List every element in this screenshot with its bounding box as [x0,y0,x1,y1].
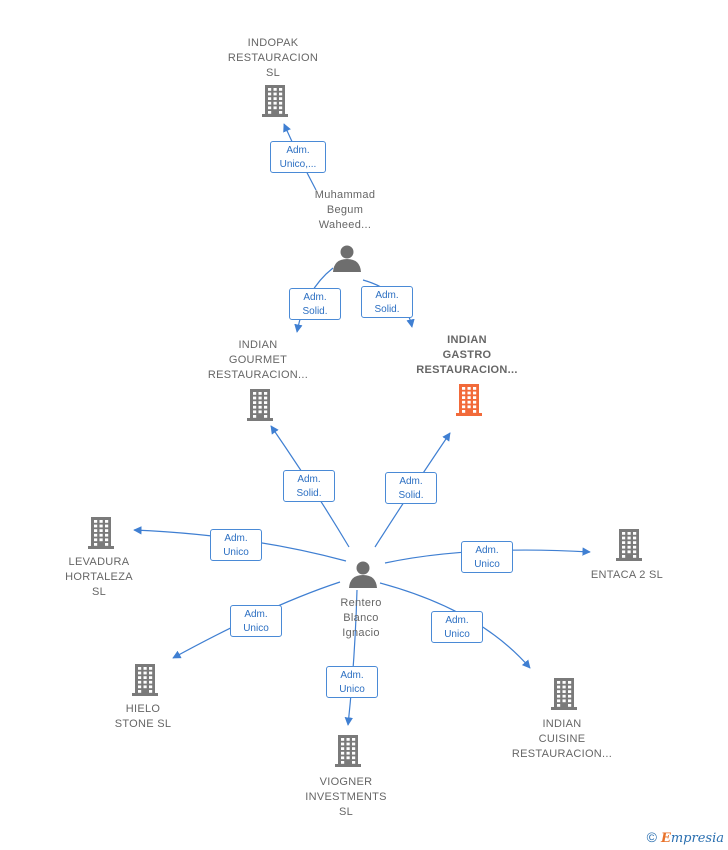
relation-label[interactable]: Adm. Unico [461,541,513,573]
node-label-line: GASTRO [442,349,492,361]
building-icon[interactable] [616,529,642,561]
node-label-line: Waheed... [318,219,372,231]
node-label-line: INDOPAK [247,37,299,49]
relation-label-line: Solid. [374,304,400,315]
node-label-line: INDIAN [542,718,582,730]
node-label-line: HIELO [125,703,161,715]
relation-label[interactable]: Adm. Solid. [361,286,413,318]
node-label-line: Blanco [343,612,379,624]
copyright-icon: © [646,829,657,845]
relation-label-line: Unico [339,684,365,695]
node-label-line: LEVADURA [68,556,130,568]
node-label-line: VIOGNER [319,776,373,788]
node-label-line: RESTAURACION [227,52,319,64]
relation-label[interactable]: Adm. Solid. [283,470,335,502]
person-icon[interactable] [349,561,377,589]
relation-label-line: Solid. [296,488,322,499]
relation-label-line: Adm. [375,290,399,301]
building-icon[interactable] [132,664,158,696]
building-icon[interactable] [262,85,288,117]
node-label-line: CUISINE [538,733,586,745]
node-label-line: ENTACA 2 SL [590,569,664,581]
node-label-line: Ignacio [342,627,380,639]
relation-label-line: Adm. [475,545,499,556]
company-label-viogner[interactable]: VIOGNER INVESTMENTS SL [305,775,387,820]
edge-rentero-to-viogner [344,589,358,726]
node-label-line: STONE SL [114,718,172,730]
node-label-line: Rentero [340,597,382,609]
company-label-indian-cuisine[interactable]: INDIAN CUISINE RESTAURACION... [512,717,612,762]
building-icon[interactable] [551,678,577,710]
company-label-indopak[interactable]: INDOPAK RESTAURACION SL [228,36,318,81]
building-icon[interactable] [335,735,361,767]
relation-label-line: Adm. [244,609,268,620]
node-label-line: RESTAURACION... [416,364,518,376]
relation-label-line: Adm. [445,615,469,626]
node-label-line: SL [338,806,354,818]
relation-label-line: Unico [474,559,500,570]
node-label-line: RESTAURACION... [207,369,309,381]
relation-label-line: Adm. [303,292,327,303]
relation-label[interactable]: Adm. Unico [230,605,282,637]
relation-label-line: Adm. [224,533,248,544]
node-label-line: INVESTMENTS [305,791,387,803]
company-label-levadura[interactable]: LEVADURA HORTALEZA SL [65,555,133,600]
node-label-line: INDIAN [447,334,487,346]
node-label-line: GOURMET [228,354,288,366]
relation-label-line: Solid. [398,490,424,501]
relation-label-line: Adm. [286,145,310,156]
company-label-hielo[interactable]: HIELO STONE SL [115,702,172,732]
node-label-line: Muhammad [314,189,376,201]
relation-label-line: Unico [243,623,269,634]
relation-label[interactable]: Adm. Unico,... [270,141,326,173]
footer-brand: ©Empresia [647,829,724,846]
node-label-line: SL [91,586,107,598]
relation-label-line: Unico [223,547,249,558]
company-label-indian-gastro[interactable]: INDIAN GASTRO RESTAURACION... [416,333,517,378]
brand-logo-name: mpresia [670,831,724,846]
relation-label-line: Adm. [297,474,321,485]
relation-label-line: Adm. [340,670,364,681]
relation-label[interactable]: Adm. Solid. [289,288,341,320]
relation-label[interactable]: Adm. Unico [210,529,262,561]
node-label-line: RESTAURACION... [511,748,613,760]
relation-label[interactable]: Adm. Unico [431,611,483,643]
node-label-line: SL [265,67,281,79]
node-label-line: INDIAN [238,339,278,351]
relation-label-line: Adm. [399,476,423,487]
company-label-entaca[interactable]: ENTACA 2 SL [591,568,663,583]
brand-logo-initial: E [660,831,671,846]
relation-label[interactable]: Adm. Unico [326,666,378,698]
node-label-line: HORTALEZA [65,571,133,583]
building-icon[interactable] [247,389,273,421]
person-icon[interactable] [333,245,361,273]
building-icon[interactable] [456,384,482,416]
relation-label-line: Unico,... [279,159,317,170]
relation-label[interactable]: Adm. Solid. [385,472,437,504]
relation-label-line: Solid. [302,306,328,317]
company-label-indian-gourmet[interactable]: INDIAN GOURMET RESTAURACION... [208,338,308,383]
building-icon[interactable] [88,517,114,549]
node-label-line: Begum [326,204,364,216]
relation-label-line: Unico [444,629,470,640]
